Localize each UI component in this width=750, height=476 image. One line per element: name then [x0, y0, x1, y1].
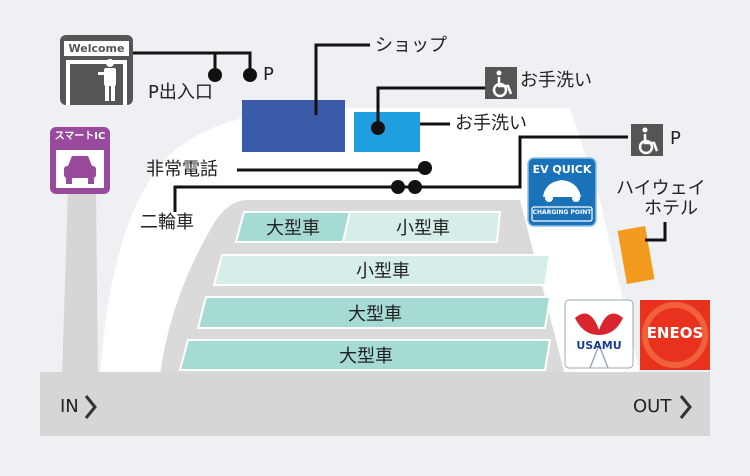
- shop-building: [242, 100, 345, 152]
- chevron-right-icon: [679, 395, 692, 419]
- usamu-text: USAMU: [576, 339, 622, 352]
- ev-subtitle: CHARGING POINT: [532, 209, 592, 216]
- in-label: IN: [60, 396, 79, 417]
- parking-slot-large: 大型車: [339, 346, 393, 367]
- parking-slot-small: 小型車: [356, 261, 410, 282]
- out-label: OUT: [633, 396, 672, 417]
- ev-charging-sign: [527, 157, 597, 227]
- chevron-right-icon: [84, 395, 97, 419]
- main-road: [40, 372, 710, 436]
- smart-ic-ramp: [62, 190, 98, 375]
- parking-slots: [178, 211, 552, 371]
- parking-slot-small: 小型車: [396, 218, 450, 239]
- accessible-parking-label: P: [670, 128, 681, 149]
- smart-ic-text: スマートIC: [54, 131, 106, 142]
- parking-label: P: [263, 64, 274, 85]
- car-icon: [64, 156, 96, 184]
- motorcycle-label: 二輪車: [140, 212, 194, 233]
- smart-ic-sign: [50, 127, 110, 194]
- eneos-text: ENEOS: [646, 324, 704, 342]
- welcome-text: Welcome: [64, 41, 129, 56]
- marker-dots: [208, 68, 432, 194]
- hotel-label-line2: ホテル: [644, 198, 698, 219]
- hotel-label-line1: ハイウェイ: [616, 178, 706, 199]
- person-icon: [98, 59, 116, 101]
- emergency-phone-label: 非常電話: [146, 159, 218, 180]
- ev-title: EV QUICK: [532, 163, 592, 176]
- usamu-logo: [564, 299, 634, 369]
- toilet-building: [354, 112, 420, 152]
- hotel-building: [617, 225, 655, 285]
- accessible-toilet-label: お手洗い: [520, 70, 592, 91]
- toilet-label: お手洗い: [455, 113, 527, 134]
- p-entrance-label: P出入口: [148, 82, 213, 103]
- ev-car-icon: [543, 180, 581, 202]
- wheelchair-icon: [485, 67, 517, 99]
- shop-label: ショップ: [375, 35, 447, 56]
- parking-slot-large: 大型車: [266, 218, 320, 239]
- parking-slot-large: 大型車: [348, 303, 402, 325]
- wheelchair-icon: [631, 124, 663, 156]
- parking-lot: [160, 200, 565, 375]
- eneos-logo: [640, 300, 710, 370]
